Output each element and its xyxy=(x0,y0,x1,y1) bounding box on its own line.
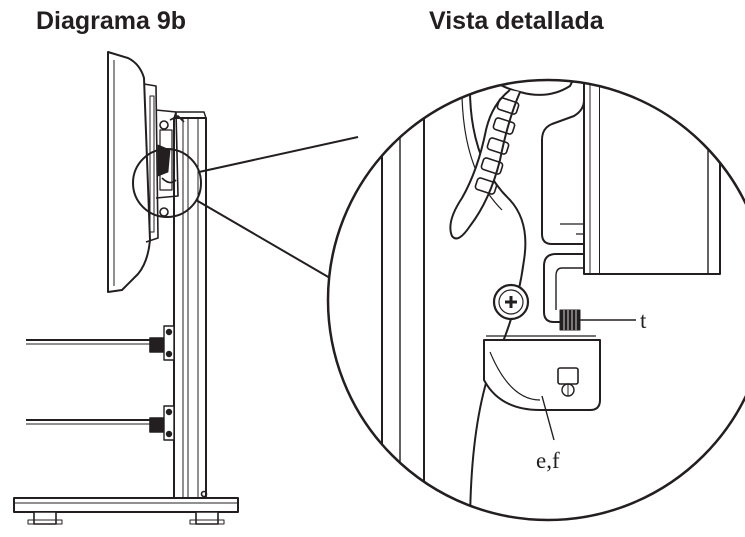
detail-leader-top xyxy=(198,136,359,173)
detail-marker-circle xyxy=(132,148,202,218)
detail-view-title: Vista detallada xyxy=(429,7,604,35)
callout-ef-leader xyxy=(541,395,555,441)
stand-side-view xyxy=(13,51,239,525)
callout-t-label: t xyxy=(640,308,647,333)
diagram-title: Diagrama 9b xyxy=(36,7,187,35)
detail-leader-bottom xyxy=(195,199,331,279)
callout-ef-label: e,f xyxy=(536,448,560,473)
detail-circle-frame xyxy=(326,78,745,522)
